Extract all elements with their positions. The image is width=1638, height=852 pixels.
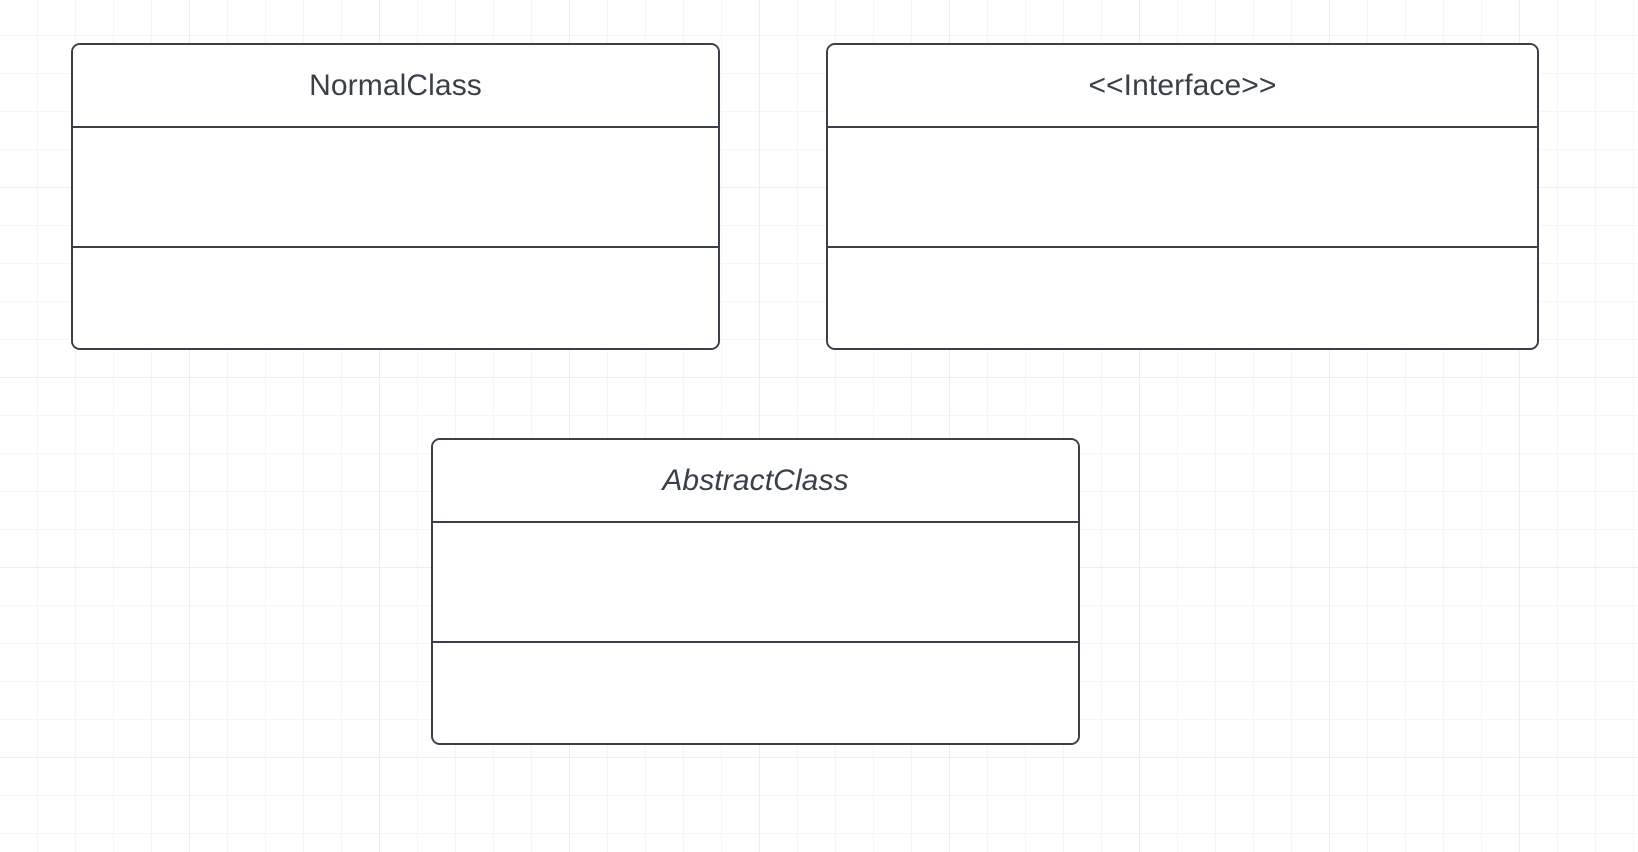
class-attributes-compartment[interactable] — [828, 128, 1537, 248]
class-title-compartment[interactable]: <<Interface>> — [828, 45, 1537, 128]
class-attributes-compartment[interactable] — [433, 523, 1078, 643]
class-stereotype-label: <<Interface>> — [1088, 68, 1277, 102]
class-title-label: NormalClass — [309, 68, 482, 102]
class-operations-compartment[interactable] — [73, 248, 718, 348]
uml-class-normalclass[interactable]: NormalClass — [71, 43, 720, 350]
class-title-label: AbstractClass — [662, 463, 849, 497]
class-title-compartment[interactable]: AbstractClass — [433, 440, 1078, 523]
class-title-compartment[interactable]: NormalClass — [73, 45, 718, 128]
uml-class-abstractclass[interactable]: AbstractClass — [431, 438, 1080, 745]
class-attributes-compartment[interactable] — [73, 128, 718, 248]
class-operations-compartment[interactable] — [433, 643, 1078, 743]
class-operations-compartment[interactable] — [828, 248, 1537, 348]
uml-class-interface[interactable]: <<Interface>> — [826, 43, 1539, 350]
